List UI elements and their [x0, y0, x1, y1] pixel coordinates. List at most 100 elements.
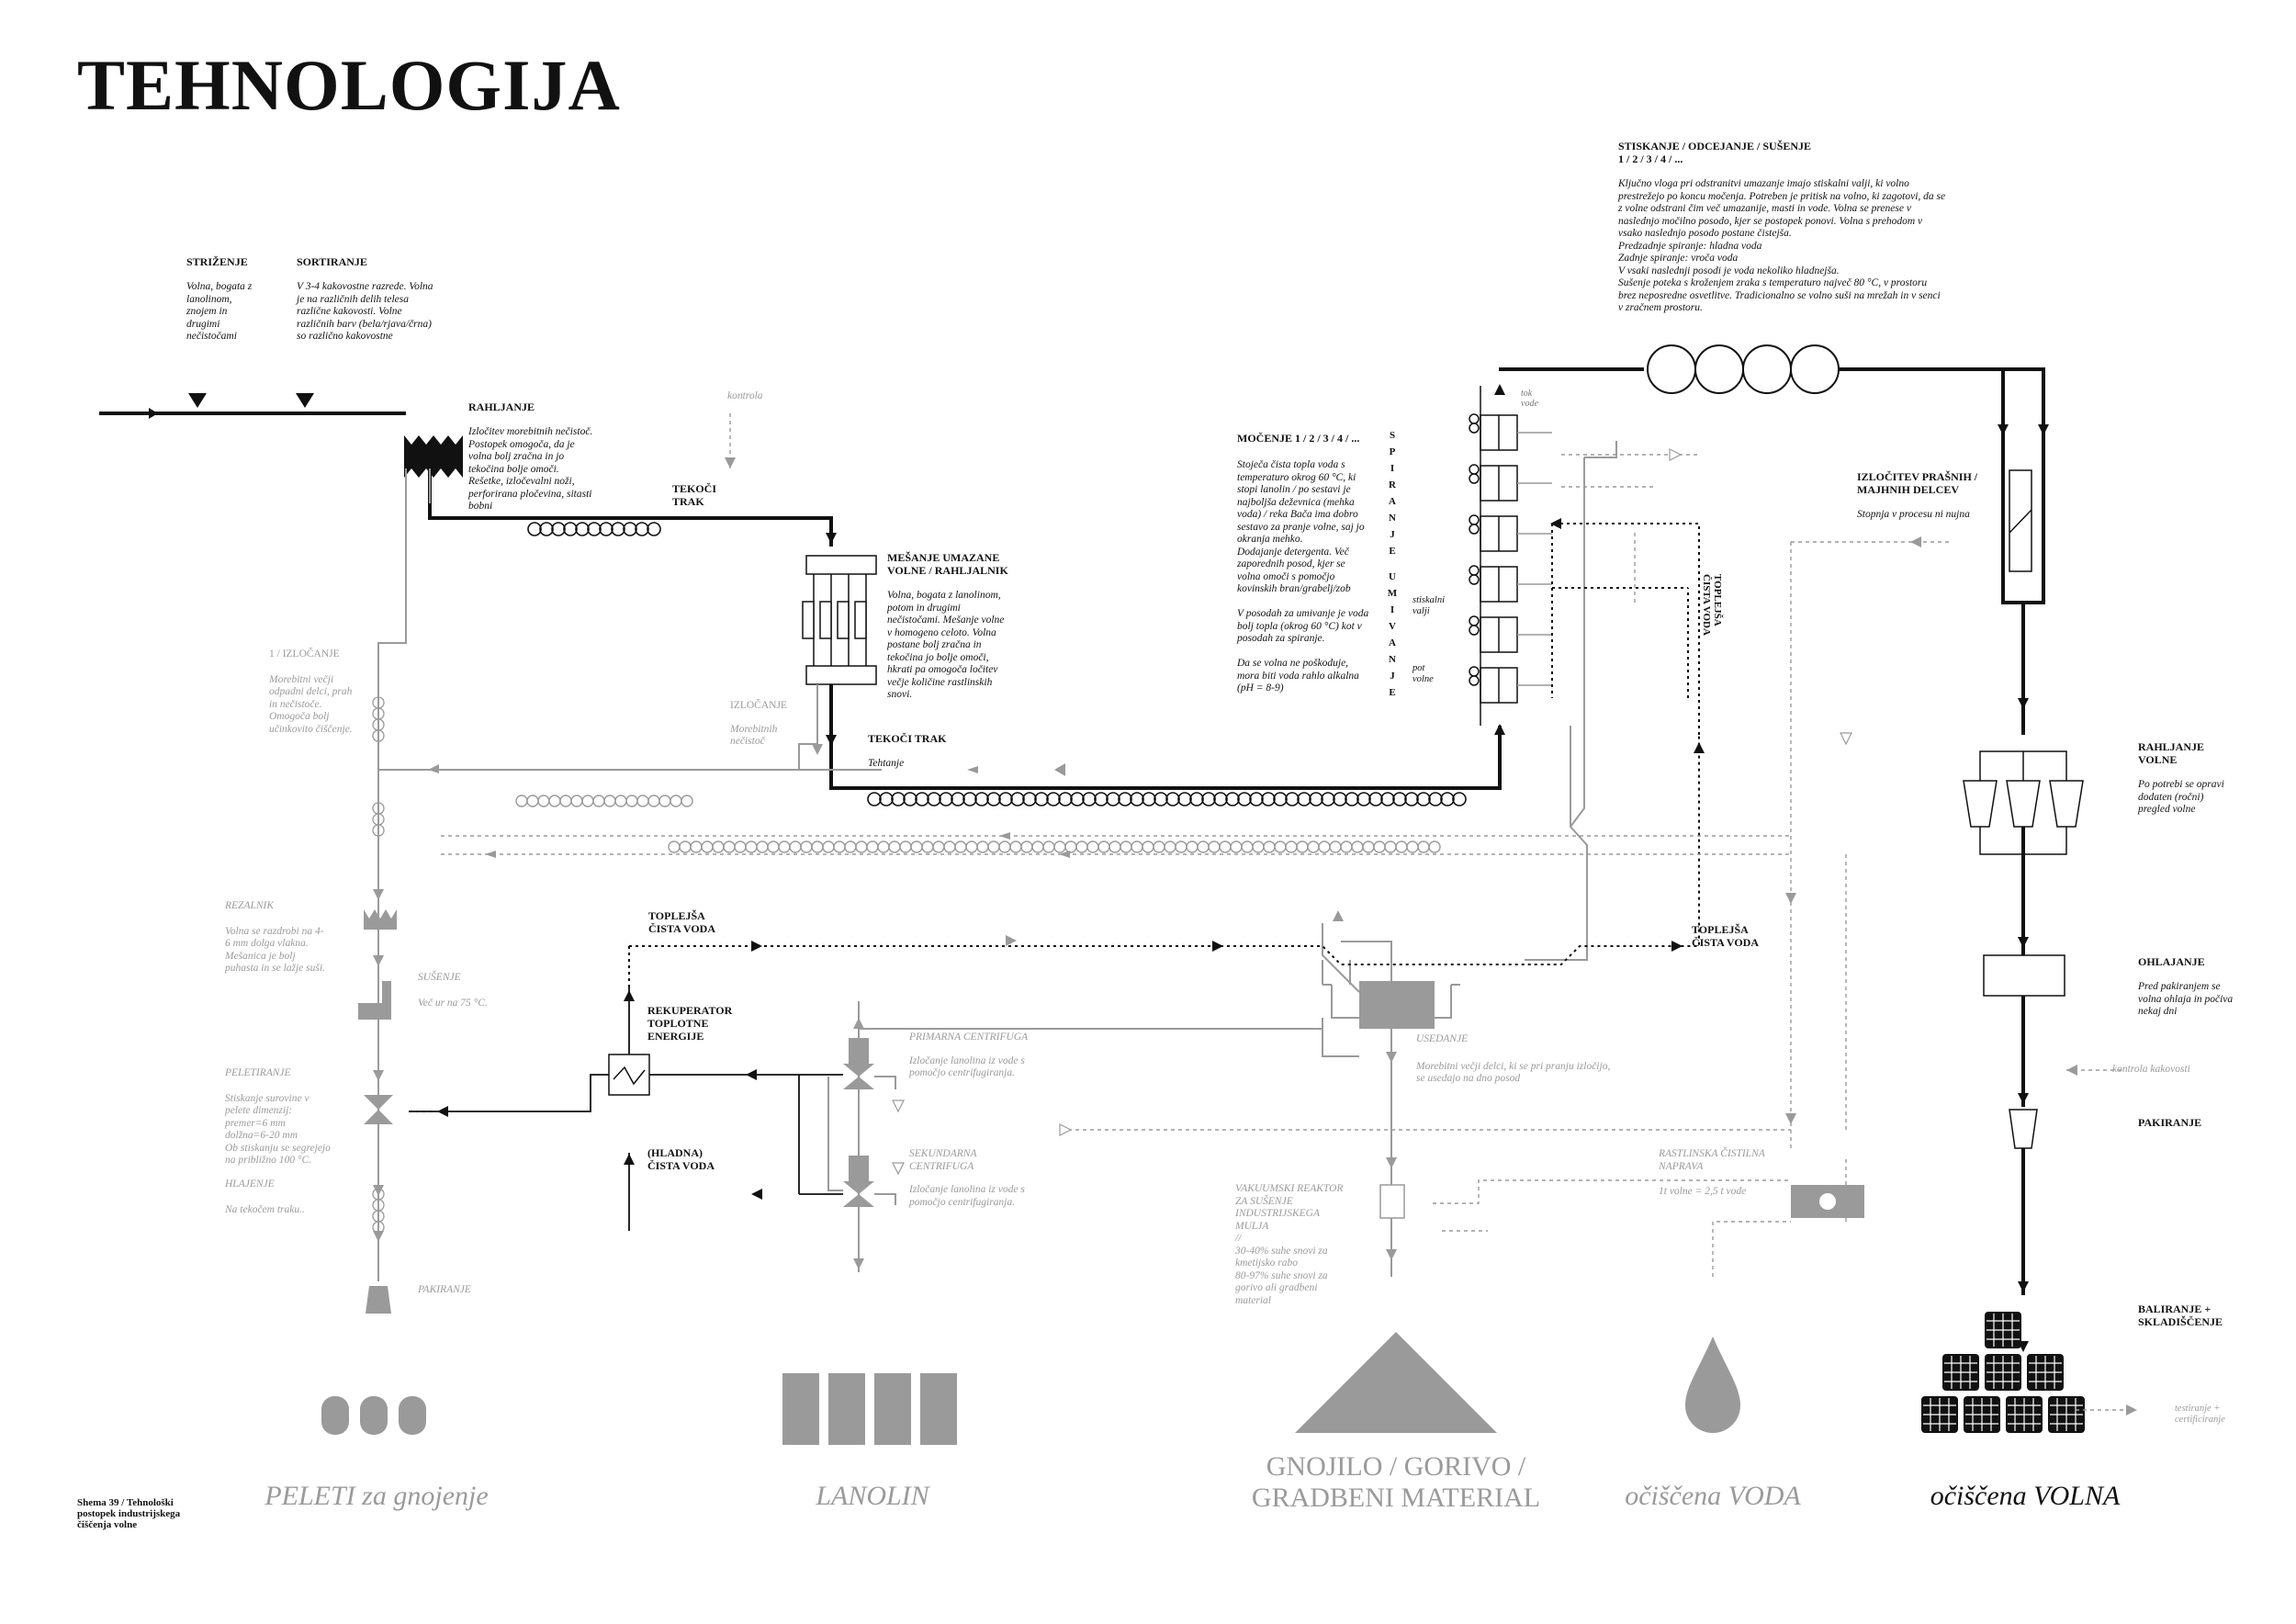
rekuperator: [608, 1054, 650, 1096]
return-roller: [1164, 840, 1176, 853]
izlocitev-head: IZLOČITEV PRAŠNIH / MAJHNIH DELCEV: [1857, 470, 1978, 496]
rezalnik-block: REZALNIK Volna se razdrobi na 4- 6 mm do…: [225, 900, 363, 976]
return-roller: [811, 840, 824, 853]
pakiranje-left-symbol: [366, 1286, 391, 1314]
peletiranje-text: Stiskanje surovine v pelete dimenzij: pr…: [225, 1092, 331, 1167]
return-roller: [899, 840, 912, 853]
return-roller: [1186, 840, 1199, 853]
belt-roller: [575, 522, 590, 536]
belt-roller: [1392, 792, 1407, 806]
output-voda: očiščena VODA: [1625, 1481, 1801, 1511]
susenje-head: SUŠENJE: [418, 972, 461, 983]
return-roller: [1252, 840, 1265, 853]
washing-tanks: [1469, 386, 1552, 726]
belt-roller: [1082, 792, 1097, 806]
belt-roller: [1022, 792, 1037, 806]
return-roller: [1075, 840, 1088, 853]
toplejsa-2-label: TOPLEJŠA ČISTA VODA: [1692, 923, 1760, 949]
toplejsa-1-label: TOPLEJŠA ČISTA VODA: [648, 909, 716, 935]
conveyor-belt-2: [867, 792, 1467, 806]
primarna-head: PRIMARNA CENTRIFUGA: [909, 1032, 1029, 1043]
return-roller: [1241, 840, 1254, 853]
return-roller: [701, 840, 714, 853]
belt-roller: [587, 522, 602, 536]
return-roller: [987, 840, 1000, 853]
return-roller: [1175, 840, 1187, 853]
belt-roller: [1189, 792, 1204, 806]
prah-izlocevalnik: [2009, 469, 2032, 572]
izlocanje-1-block: 1 / IZLOČANJE Morebitni večji odpadni de…: [269, 648, 388, 736]
return-roller: [690, 840, 703, 853]
return-roller: [1053, 840, 1066, 853]
belt-roller: [1428, 792, 1443, 806]
belt-roller: [1046, 792, 1061, 806]
return-roller: [789, 840, 802, 853]
return-roller: [581, 795, 594, 807]
belt-roller: [939, 792, 953, 806]
belt-roller: [1333, 792, 1347, 806]
belt-roller: [1070, 792, 1085, 806]
sekundarna-text: Izločanje lanolina iz vode s pomočjo cen…: [909, 1184, 1025, 1208]
return-roller: [1340, 840, 1353, 853]
squeeze-roller: [1469, 615, 1480, 626]
belt-roller: [1440, 792, 1455, 806]
pakiranje-left-label: PAKIRANJE: [418, 1284, 471, 1295]
return-roller: [537, 795, 550, 807]
return-roller: [647, 795, 660, 807]
belt-roller: [563, 522, 578, 536]
return-roller: [778, 840, 791, 853]
stiskalni-valji-label: stiskalni valji: [1412, 595, 1446, 616]
belt-roller: [599, 522, 613, 536]
bale: [2027, 1354, 2064, 1391]
return-roller: [855, 840, 868, 853]
gnojilo-pile-icon: [1295, 1332, 1497, 1433]
tekoci-trak-1-label: TEKOČI TRAK: [672, 482, 717, 508]
rastlinska-text: 1t volne = 2,5 t vode: [1659, 1186, 1747, 1197]
usedanje-text: Morebitni večji delci, ki se pri pranju …: [1416, 1060, 1611, 1085]
belt-roller: [998, 792, 1013, 806]
return-roller: [526, 795, 539, 807]
belt-roller: [879, 792, 894, 806]
belt-roller: [611, 522, 625, 536]
return-roller: [1020, 840, 1033, 853]
sortiranje-head: SORTIRANJE: [297, 255, 367, 268]
return-roller: [1153, 840, 1165, 853]
return-roller: [1428, 840, 1441, 853]
belt-roller: [974, 792, 989, 806]
izlocanje-2-head: IZLOČANJE: [730, 700, 787, 711]
belt-roller: [1177, 792, 1192, 806]
spiranje-vertical: SPIRANJE: [1387, 430, 1398, 562]
belt-roller: [527, 522, 542, 536]
stiskanje-block: STISKANJE / ODCEJANJE / SUŠENJE 1 / 2 / …: [1618, 140, 1976, 315]
hlajenje-block: HLAJENJE Na tekočem traku..: [225, 1179, 363, 1216]
bale: [1964, 1396, 2000, 1433]
return-roller: [1362, 840, 1375, 853]
return-roller: [734, 840, 747, 853]
rekuperator-label: REKUPERATOR TOPLOTNE ENERGIJE: [647, 1004, 733, 1043]
belt-roller: [1154, 792, 1168, 806]
belt-roller: [927, 792, 941, 806]
return-roller: [965, 840, 978, 853]
hlajenje-text: Na tekočem traku..: [225, 1203, 305, 1215]
squeeze-roller: [1469, 413, 1480, 424]
return-roller: [1230, 840, 1243, 853]
pot-volne-label: pot volne: [1412, 663, 1434, 684]
toplejsa-vertical: TOPLEJŠA ČISTA VODA: [1701, 574, 1723, 636]
izlocitev-block: IZLOČITEV PRAŠNIH / MAJHNIH DELCEV Stopn…: [1857, 470, 2004, 522]
izlocanje-2-block: IZLOČANJE Morebitnih nečistoč: [730, 700, 813, 749]
vakuumski-reaktor: [1379, 1184, 1405, 1219]
tekoci-trak-2-text: Tehtanje: [868, 758, 905, 769]
return-roller: [844, 840, 857, 853]
peletiranje-symbol: [364, 1095, 393, 1124]
return-roller: [681, 795, 693, 807]
usedanje-tank: [1359, 981, 1435, 1029]
usedanje-block: USEDANJE Morebitni večji delci, ki se pr…: [1416, 1033, 1655, 1086]
return-roller: [679, 840, 692, 853]
belt-roller: [986, 792, 1001, 806]
return-roller: [1318, 840, 1331, 853]
primarna-block: PRIMARNA CENTRIFUGA Izločanje lanolina i…: [909, 1032, 1056, 1080]
hlajenje-coils: [372, 696, 385, 1234]
return-roller: [1285, 840, 1298, 853]
squeeze-roller: [1469, 423, 1480, 434]
rahljanje-head: RAHLJANJE: [468, 400, 535, 413]
